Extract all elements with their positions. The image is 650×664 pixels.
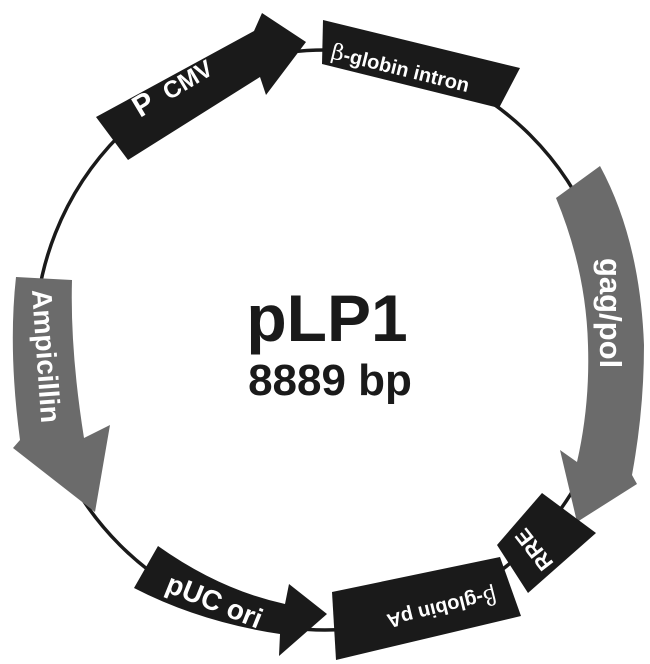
- feature-rre: RRE: [497, 493, 596, 593]
- feature-beta-globin-intron: β-globin intron: [322, 20, 520, 108]
- feature-beta-globin-pa: β-globin pA: [332, 557, 521, 660]
- feature-beta-globin-pa-box: [332, 557, 521, 660]
- feature-rre-box: [497, 493, 596, 593]
- feature-pcmv-arrow: [96, 13, 306, 160]
- plasmid-size: 8889 bp: [248, 356, 412, 405]
- feature-puc-ori-label: pUC ori: [162, 568, 267, 635]
- feature-puc-ori-arrow: [134, 546, 327, 656]
- feature-gag-pol-label: gag/pol: [593, 258, 628, 368]
- feature-pcmv: P CMV: [96, 13, 306, 160]
- feature-puc-ori: pUC ori: [134, 546, 327, 656]
- feature-gag-pol: gag/pol: [556, 166, 644, 522]
- feature-gag-pol-arrow: [556, 166, 644, 522]
- feature-beta-globin-intron-box: [322, 20, 520, 108]
- feature-ampicillin-arrow: [12, 277, 110, 512]
- plasmid-name: pLP1: [246, 281, 407, 355]
- feature-ampicillin: Ampicillin: [12, 277, 110, 512]
